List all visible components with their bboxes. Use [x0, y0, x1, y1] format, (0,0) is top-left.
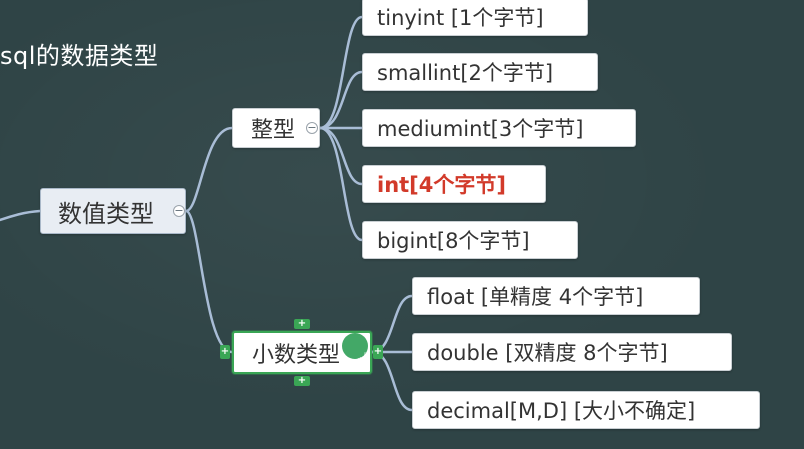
connector-offscreen-root [0, 209, 42, 222]
connector-root-integer [184, 126, 234, 213]
connector-decimal-float [370, 294, 414, 354]
cursor-highlight-icon [342, 333, 368, 359]
leaf-tinyint-label: tinyint [1个字节] [377, 6, 544, 30]
page-title: sql的数据类型 [0, 42, 159, 70]
integer-collapse-icon[interactable]: − [306, 121, 318, 134]
leaf-node-double[interactable]: double [双精度 8个字节] [412, 333, 732, 371]
leaf-node-bigint[interactable]: bigint[8个字节] [362, 221, 578, 259]
connector-integer-tinyint [318, 15, 364, 130]
leaf-bigint-label: bigint[8个字节] [377, 229, 530, 253]
hand-pointer-icon: ☝ [356, 348, 369, 372]
leaf-smallint-label: smallint[2个字节] [377, 61, 554, 85]
connector-integer-bigint [318, 126, 364, 242]
branch-node-integer[interactable]: 整型 [232, 108, 320, 148]
leaf-double-label: double [双精度 8个字节] [427, 341, 668, 365]
leaf-node-smallint[interactable]: smallint[2个字节] [362, 53, 598, 91]
leaf-mediumint-label: mediumint[3个字节] [377, 117, 584, 141]
add-left-icon[interactable]: + [220, 345, 230, 359]
root-node-label: 数值类型 [58, 199, 154, 228]
branch-decimal-label: 小数类型 [252, 342, 341, 368]
leaf-node-decimal[interactable]: decimal[M,D] [大小不确定] [412, 391, 760, 429]
leaf-float-label: float [单精度 4个字节] [427, 285, 644, 309]
add-right-icon[interactable]: + [373, 345, 383, 359]
branch-integer-label: 整型 [251, 118, 296, 143]
leaf-decimal-label: decimal[M,D] [大小不确定] [427, 399, 696, 423]
add-below-icon[interactable]: + [294, 376, 310, 386]
connector-integer-smallint [318, 70, 364, 130]
leaf-node-int[interactable]: int[4个字节] [362, 165, 546, 203]
leaf-node-tinyint[interactable]: tinyint [1个字节] [362, 0, 588, 36]
leaf-node-float[interactable]: float [单精度 4个字节] [412, 277, 700, 315]
leaf-node-mediumint[interactable]: mediumint[3个字节] [362, 109, 636, 147]
connector-root-decimal [184, 209, 234, 354]
add-above-icon[interactable]: + [294, 319, 310, 329]
connector-decimal-decimal [370, 350, 414, 412]
leaf-int-label: int[4个字节] [377, 173, 506, 197]
root-collapse-icon[interactable]: − [173, 204, 185, 217]
root-node-numeric-types[interactable]: 数值类型 [40, 188, 186, 234]
